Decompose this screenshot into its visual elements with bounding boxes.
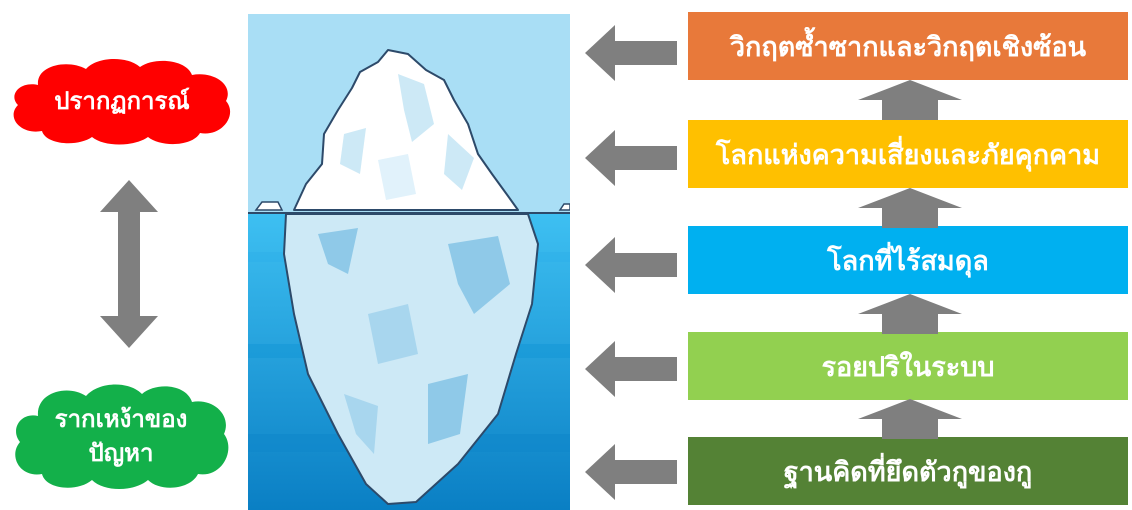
root-cause-label: รากเหง้าของ ปัญหา — [10, 380, 232, 492]
left-arrow-shape — [585, 341, 677, 397]
up-arrow — [858, 80, 962, 120]
up-arrow — [858, 294, 962, 334]
left-arrow — [585, 130, 677, 186]
left-arrow-shape — [585, 444, 677, 500]
phenomenon-label: ปรากฏการณ์ — [8, 55, 236, 147]
level-box-risk: โลกแห่งความเสี่ยงและภัยคุกคาม — [688, 120, 1128, 188]
level-box-crisis: วิกฤตซ้ำซากและวิกฤตเชิงซ้อน — [688, 12, 1128, 80]
level-label-cracks: รอยปริในระบบ — [821, 345, 994, 388]
double-headed-arrow — [100, 180, 158, 348]
up-arrow — [858, 188, 962, 228]
root-cause-cloud: รากเหง้าของ ปัญหา — [10, 380, 232, 492]
root-cause-label-line2: ปัญหา — [55, 436, 188, 470]
level-label-mindset: ฐานคิดที่ยึดตัวกูของกู — [784, 450, 1033, 493]
level-box-mindset: ฐานคิดที่ยึดตัวกูของกู — [688, 437, 1128, 505]
level-label-imbalance: โลกที่ไร้สมดุล — [827, 239, 989, 282]
level-label-crisis: วิกฤตซ้ำซากและวิกฤตเชิงซ้อน — [730, 25, 1086, 68]
up-arrow — [858, 399, 962, 439]
iceberg-illustration — [248, 14, 570, 510]
root-cause-label-line1: รากเหง้าของ — [55, 402, 188, 436]
left-arrow — [585, 25, 677, 81]
left-arrow-shape — [585, 130, 677, 186]
left-arrow-shape — [585, 237, 677, 293]
level-label-risk: โลกแห่งความเสี่ยงและภัยคุกคาม — [716, 133, 1100, 176]
up-arrow-shape — [858, 80, 962, 120]
up-arrow-shape — [858, 399, 962, 439]
level-box-cracks: รอยปริในระบบ — [688, 332, 1128, 400]
double-arrow-shape — [100, 180, 158, 348]
left-arrow-shape — [585, 25, 677, 81]
left-arrow — [585, 341, 677, 397]
level-box-imbalance: โลกที่ไร้สมดุล — [688, 226, 1128, 294]
phenomenon-cloud: ปรากฏการณ์ — [8, 55, 236, 147]
up-arrow-shape — [858, 294, 962, 334]
left-arrow — [585, 444, 677, 500]
left-arrow — [585, 237, 677, 293]
up-arrow-shape — [858, 188, 962, 228]
